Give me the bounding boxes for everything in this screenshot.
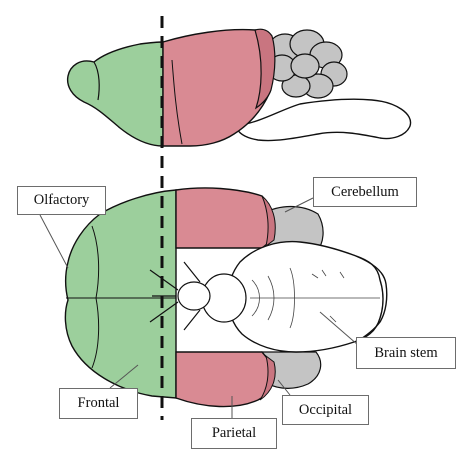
ventral-optic-nerves bbox=[149, 261, 201, 331]
lateral-brain-stem bbox=[235, 98, 412, 142]
lateral-view bbox=[66, 28, 412, 147]
ventral-view bbox=[64, 187, 388, 408]
ventral-frontal bbox=[64, 189, 177, 399]
leader-occipital bbox=[277, 379, 291, 396]
leader-brain-stem bbox=[319, 311, 359, 346]
lateral-olfactory-line bbox=[93, 61, 100, 101]
lateral-sulcus bbox=[171, 59, 183, 145]
label-parietal: Parietal bbox=[191, 418, 277, 449]
label-olfactory: Olfactory bbox=[17, 186, 106, 215]
ventral-olfactory-line bbox=[91, 225, 100, 369]
lateral-occipital bbox=[254, 28, 276, 110]
brain-stem-texture bbox=[250, 267, 380, 329]
leader-frontal bbox=[109, 364, 139, 389]
lateral-cerebellum bbox=[267, 29, 348, 99]
ventral-spinal-end bbox=[355, 255, 388, 343]
leader-lines bbox=[39, 197, 359, 418]
label-brain-stem: Brain stem bbox=[356, 337, 456, 369]
leader-olfactory bbox=[39, 214, 69, 269]
ventral-occipital bbox=[259, 195, 276, 401]
label-frontal: Frontal bbox=[59, 388, 138, 419]
ventral-hypothalamus bbox=[177, 281, 211, 311]
label-occipital: Occipital bbox=[282, 395, 369, 425]
leader-cerebellum bbox=[284, 197, 314, 213]
label-cerebellum: Cerebellum bbox=[313, 177, 417, 207]
lateral-frontal bbox=[66, 41, 164, 147]
